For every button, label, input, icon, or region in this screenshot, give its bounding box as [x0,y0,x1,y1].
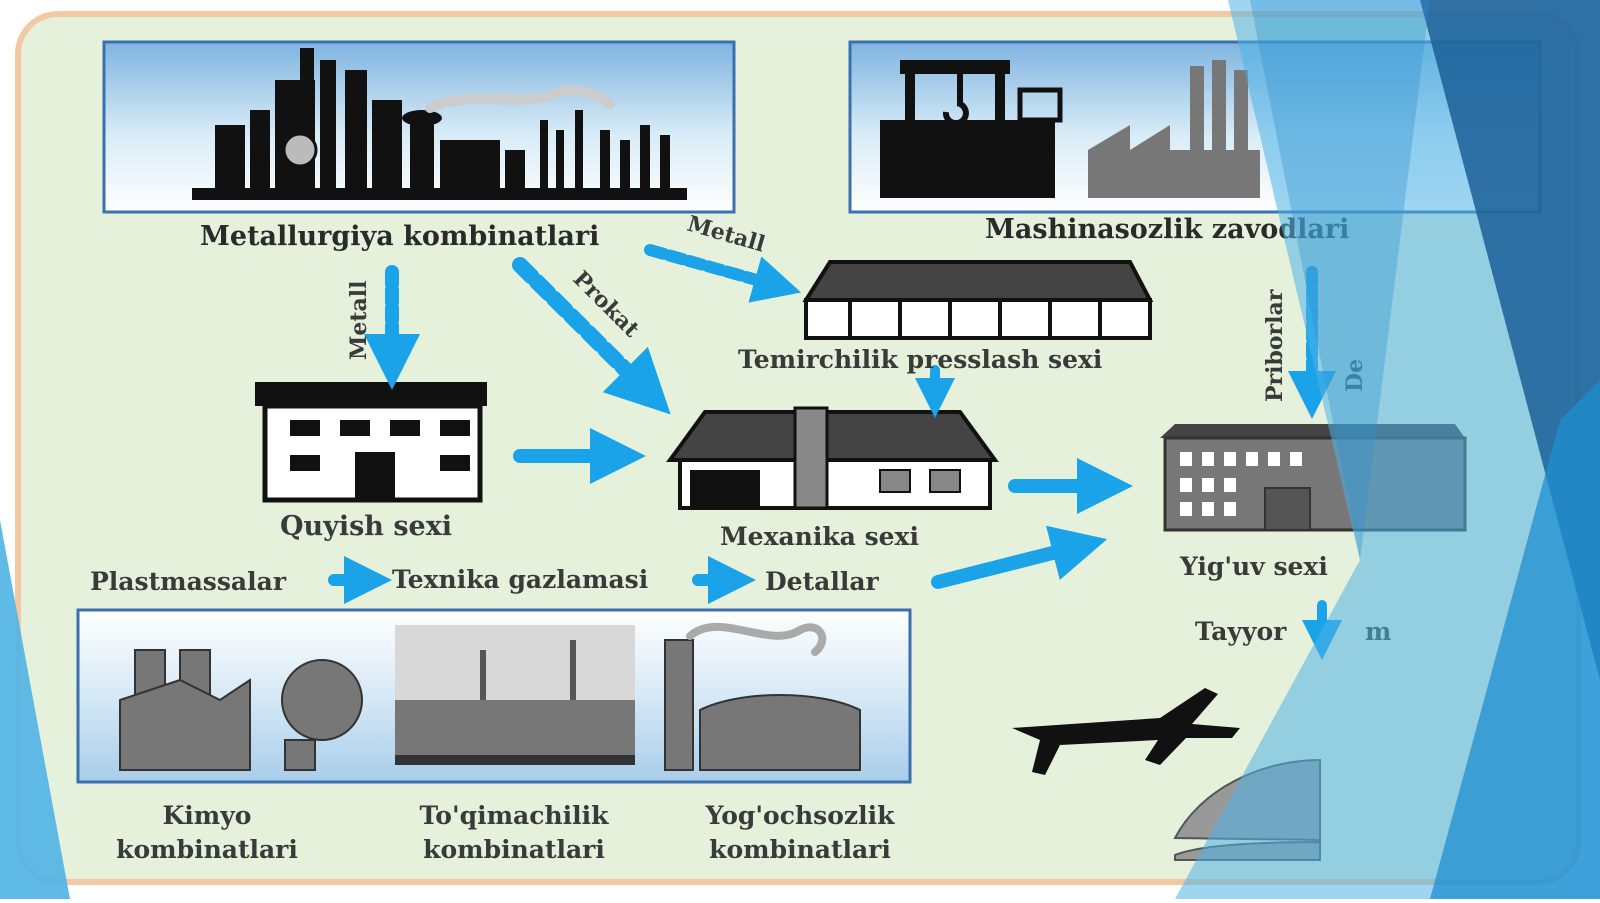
textile-mill-icon [395,625,635,765]
long-shed-icon [802,260,1154,340]
label-casting: Quyish sexi [280,511,452,542]
arrow-label-metall-down: Metall [346,281,372,360]
steel-plant-icon [192,48,687,200]
label-mechanics: Mexanika sexi [720,522,919,551]
parts-to-assembly-arrow [931,525,1108,589]
label-metallurgy: Metallurgiya kombinatlari [200,221,599,252]
workshop-building-icon [666,406,999,510]
label-fabric: Texnika gazlamasi [392,565,648,594]
label-finished: Tayyor [1195,617,1287,646]
label-chemistry-2: kombinatlari [116,835,298,864]
metall-right-arrow [644,244,802,303]
arrow-label-priborlar: Priborlar [1262,289,1288,402]
crane-factory-icon [880,60,1260,198]
label-chemistry-1: Kimyo [163,801,252,830]
label-plastics: Plastmassalar [90,567,287,596]
label-parts: Detallar [765,567,880,596]
chemical-plant-icon [119,649,363,771]
woodworking-plant-icon [664,639,861,771]
prokat-arrow [512,257,671,415]
bottom-frame [76,608,912,784]
label-forge: Temirchilik presslash sexi [738,345,1102,374]
label-textile-2: kombinatlari [423,835,605,864]
label-wood-1: Yog'ochsozlik [705,801,895,830]
label-assembly: Yig'uv sexi [1179,552,1328,581]
metallurgy-frame [102,40,736,214]
foundry-building-icon [255,382,487,503]
airplane-icon [1012,688,1240,775]
label-wood-2: kombinatlari [709,835,891,864]
label-textile-1: To'qimachilik [420,801,610,830]
